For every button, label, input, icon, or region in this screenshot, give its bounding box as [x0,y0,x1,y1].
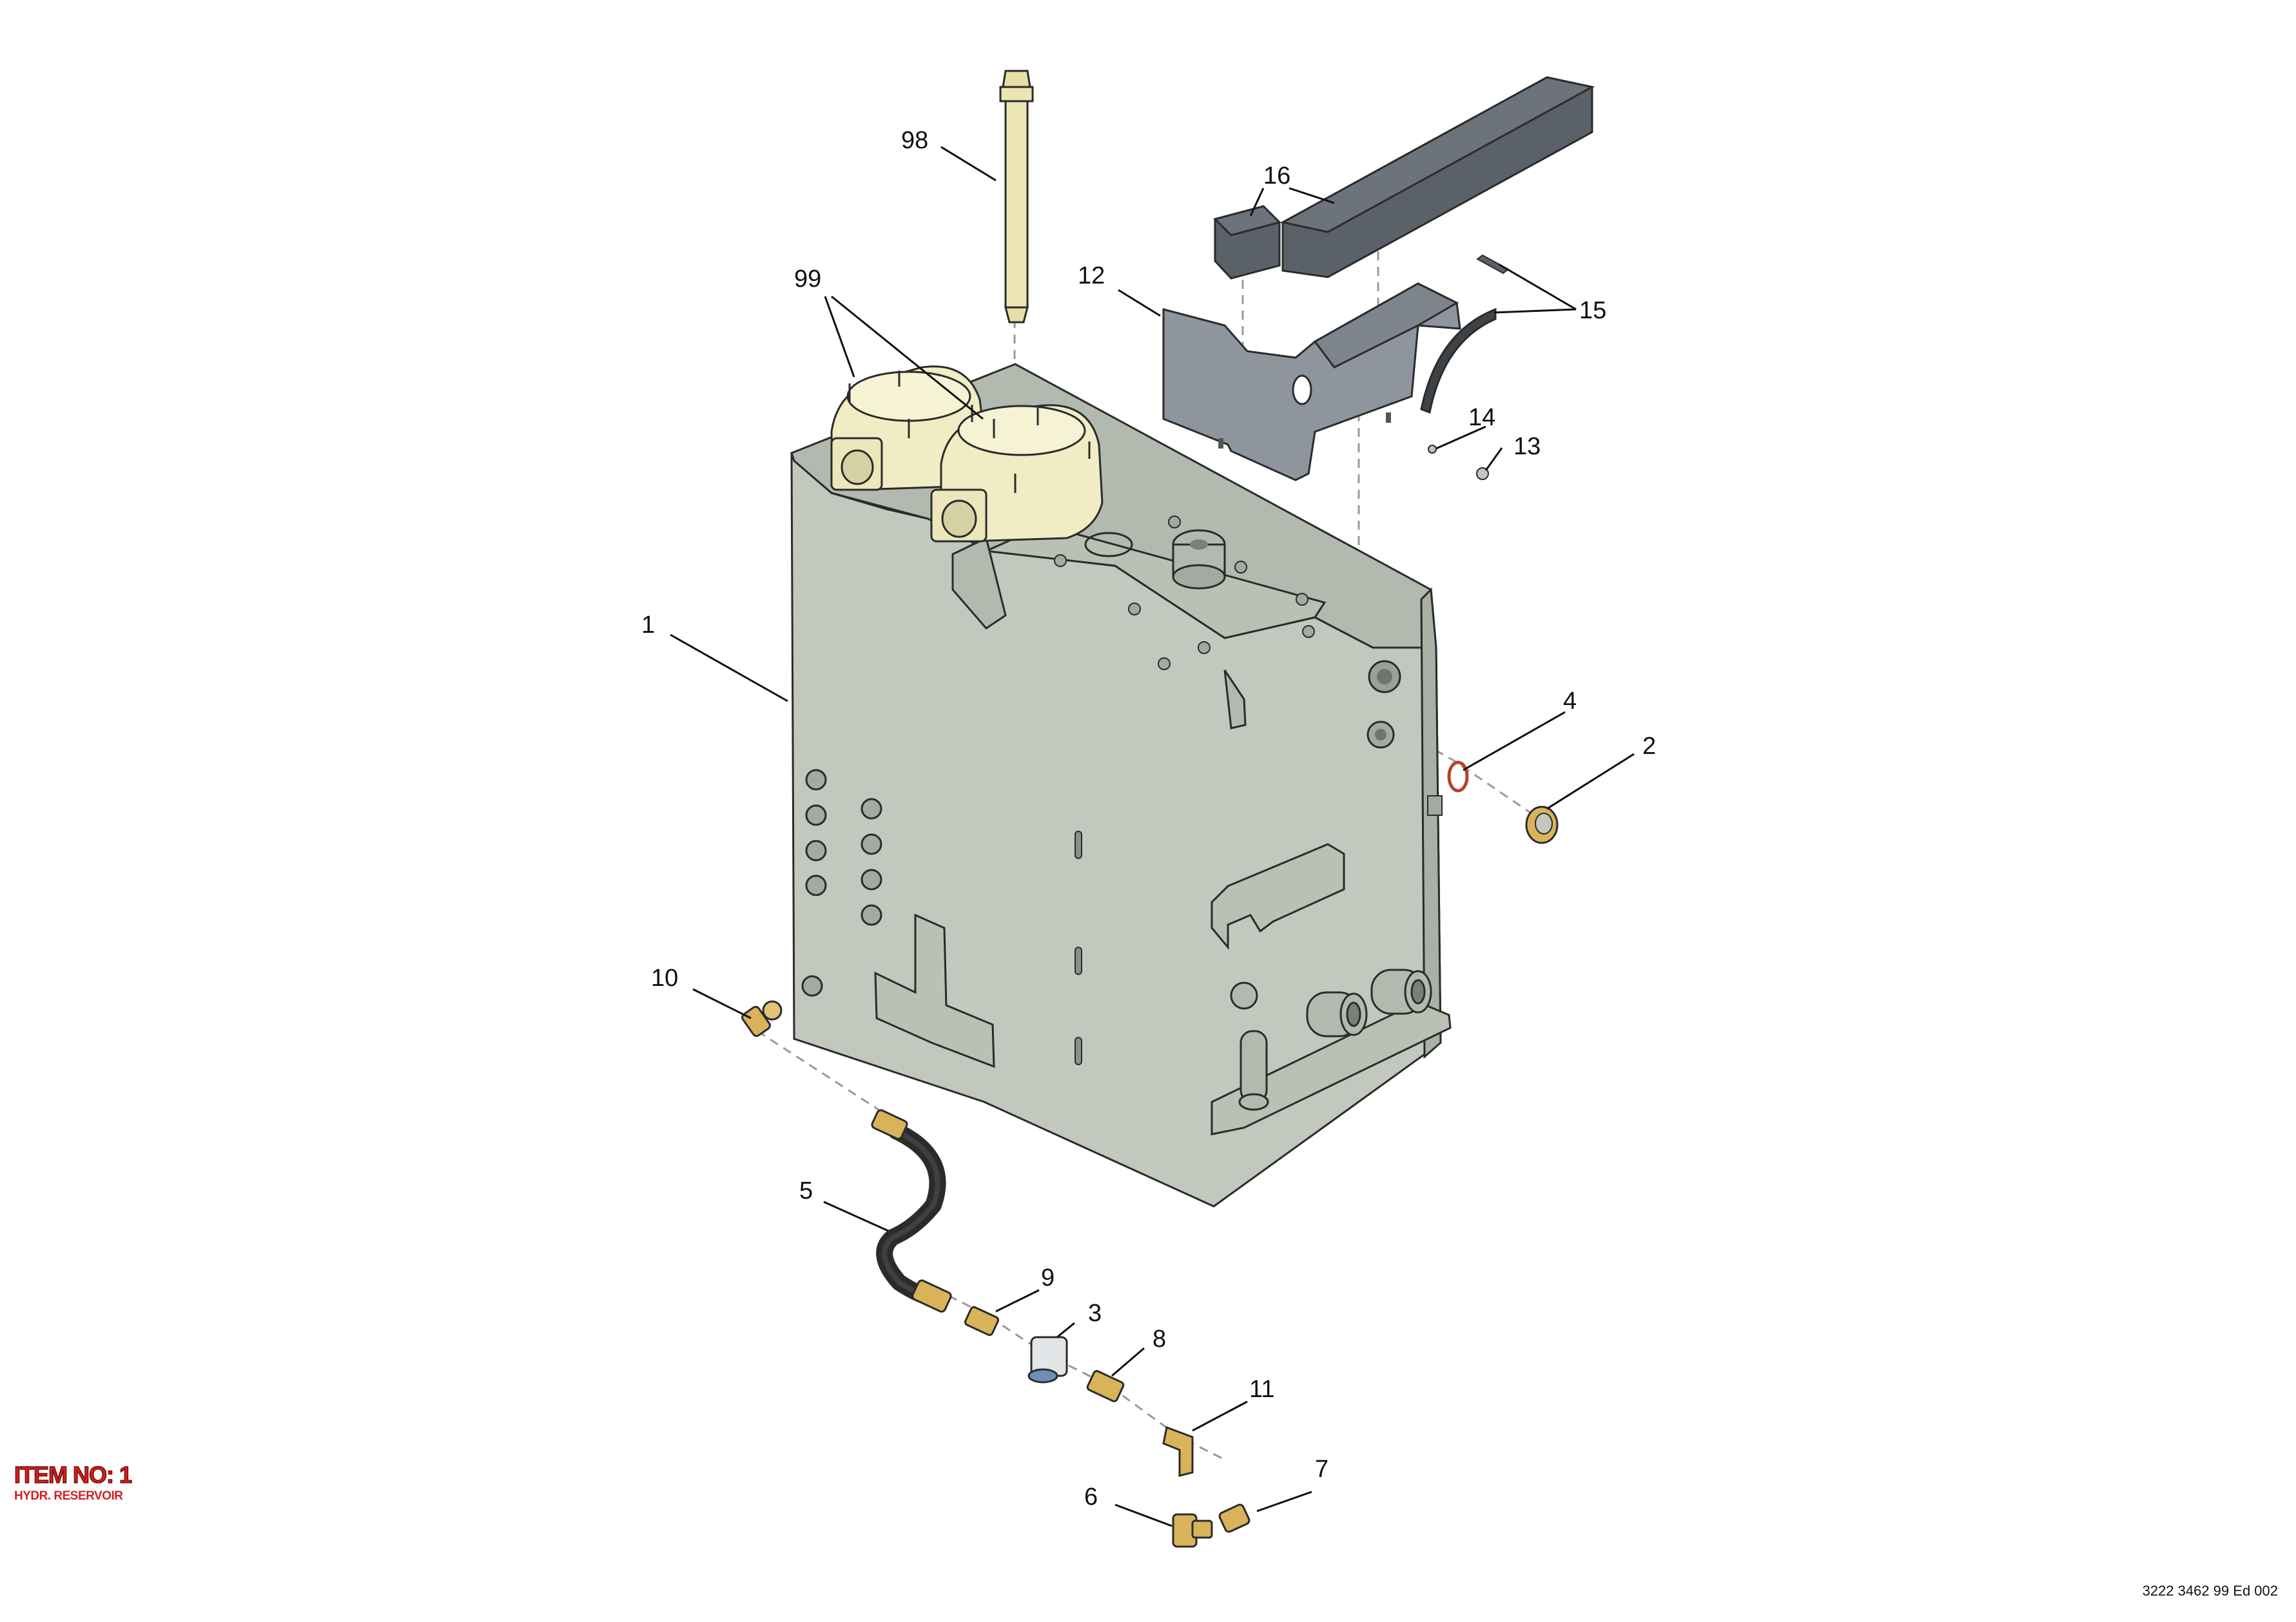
elbow-fitting-10 [741,1000,783,1038]
callout-9: 9 [1041,1264,1055,1291]
left-side-ports [801,769,882,997]
o-ring [1447,760,1469,793]
top-plate-bolts [1054,516,1315,670]
callout-11: 11 [1249,1376,1274,1403]
seal-strip [1420,254,1510,414]
elbow-fitting-11 [1162,1425,1194,1477]
callout-2: 2 [1642,733,1656,760]
document-reference: 3222 3462 99 Ed 002 [2142,1583,2278,1599]
hydraulic-hose [871,1109,952,1313]
callout-1: 1 [641,612,655,639]
fitting-8 [1086,1370,1125,1402]
fasteners [1428,445,1489,480]
callout-99: 99 [794,266,821,293]
callout-5: 5 [799,1177,813,1204]
callout-4: 4 [1563,688,1577,715]
leader-lines [670,146,1635,1527]
callout-labels: 98 99 16 12 15 14 13 1 4 2 10 5 9 3 8 11… [641,127,1656,1511]
pump-right [930,404,1104,543]
dipstick [999,70,1034,323]
callout-15: 15 [1579,297,1606,324]
callout-13: 13 [1513,433,1541,460]
insulator-blocks [1213,76,1595,280]
drain-plug [1525,806,1559,844]
callout-98: 98 [901,127,928,154]
mounting-bracket [1162,282,1461,481]
outlet-pipes [1230,969,1432,1111]
tee-fitting-6 [1172,1513,1213,1548]
pump-studs [848,371,1091,493]
callout-14: 14 [1468,404,1495,431]
callout-10: 10 [651,965,678,992]
callout-3: 3 [1088,1300,1102,1327]
mid-mount-bracket [1211,843,1345,951]
callout-12: 12 [1078,262,1105,289]
t-mount-plate [874,913,995,1068]
fitting-9 [964,1306,1000,1337]
pump-assemblies [830,365,1104,543]
tank-right-face [1420,587,1442,1059]
callout-8: 8 [1153,1326,1166,1353]
item-description: HYDR. RESERVOIR [14,1489,123,1503]
hydraulic-tank-body [790,363,1452,1208]
item-number-title: ITEM NO: 1 [14,1461,133,1489]
tank-slots [1075,831,1082,1065]
callout-7: 7 [1315,1456,1328,1483]
filter-3 [1027,1336,1068,1384]
right-side-ports [1367,660,1443,816]
cap-7 [1218,1503,1250,1533]
callout-6: 6 [1084,1483,1098,1511]
tank-side-tab [1223,670,1247,729]
callout-16: 16 [1263,162,1290,189]
